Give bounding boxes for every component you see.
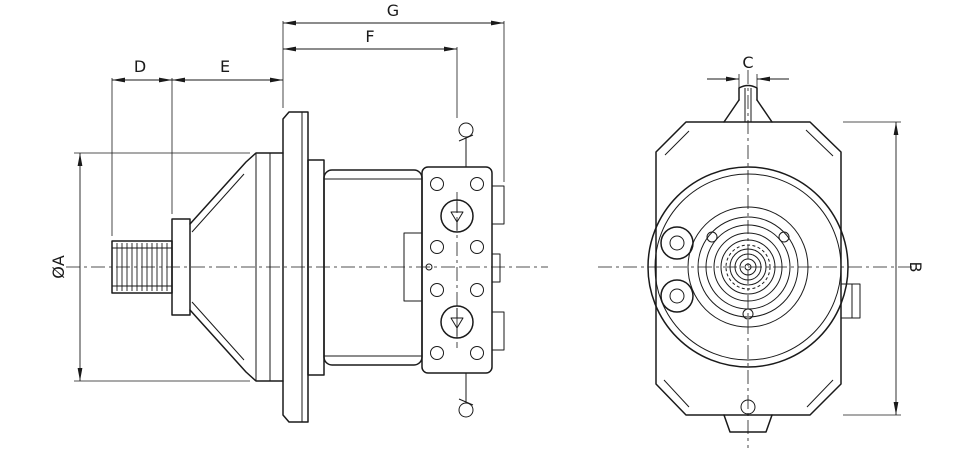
dimension-label-g: G bbox=[387, 1, 399, 20]
dimension-F: F bbox=[283, 27, 458, 118]
bottom-tab bbox=[723, 399, 773, 433]
dimension-G: G bbox=[282, 1, 505, 182]
hub-screw-hole bbox=[706, 231, 718, 243]
port-step-middle bbox=[492, 253, 501, 283]
hub-screw-hole bbox=[778, 231, 790, 243]
dimension-label-c: C bbox=[742, 53, 753, 72]
dimension-D: D bbox=[111, 57, 173, 236]
motor-body bbox=[307, 159, 423, 376]
front-view bbox=[598, 70, 912, 448]
shaft-collar bbox=[171, 218, 191, 316]
bell-housing bbox=[189, 152, 284, 382]
hub-spline bbox=[687, 206, 809, 328]
side-view bbox=[66, 111, 548, 423]
housing-circles bbox=[647, 166, 849, 368]
dimension-label-f: F bbox=[365, 27, 374, 46]
dimension-annotations: G F D E ØA bbox=[49, 1, 925, 416]
hub-screw-hole bbox=[742, 308, 754, 320]
dimension-E: E bbox=[172, 57, 283, 83]
drain-pin-top bbox=[458, 122, 474, 167]
dimension-A: ØA bbox=[49, 152, 250, 382]
orifice-dot bbox=[425, 263, 433, 271]
front-flange-plate bbox=[655, 121, 842, 416]
dimension-label-e: E bbox=[220, 57, 230, 76]
bolt-holes bbox=[430, 177, 484, 360]
dimension-label-d: D bbox=[134, 57, 146, 76]
port-step-upper bbox=[492, 185, 505, 225]
dimension-label-a: ØA bbox=[49, 255, 68, 279]
mounting-flange bbox=[282, 111, 309, 423]
right-side-boss bbox=[840, 283, 861, 319]
dimension-B: B bbox=[843, 121, 925, 416]
spline-teeth-circle bbox=[725, 244, 771, 290]
valve-block bbox=[421, 166, 505, 374]
dimension-label-b: B bbox=[906, 262, 925, 273]
drain-pin-bottom bbox=[458, 373, 474, 418]
dimension-C: C bbox=[707, 53, 789, 94]
port-step-lower bbox=[492, 311, 505, 351]
